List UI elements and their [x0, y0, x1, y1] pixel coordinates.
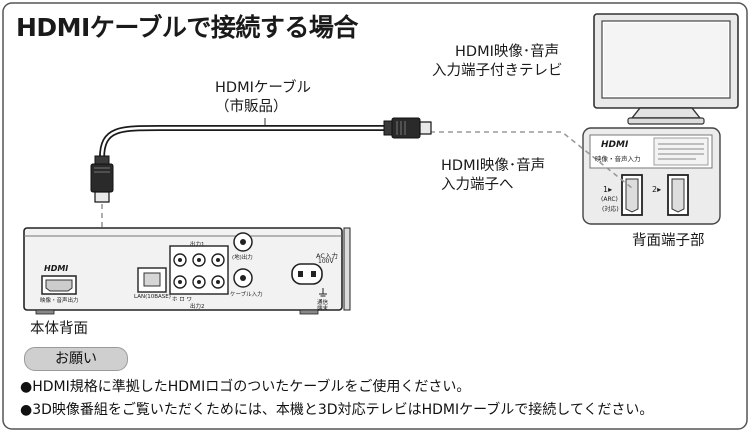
page-title: HDMIケーブルで接続する場合 — [16, 13, 358, 42]
notice-badge: お願い — [24, 347, 128, 371]
tv-port1-sub2: (対応) — [602, 206, 619, 213]
device-lan-label: LAN(10BASE) — [134, 294, 171, 300]
tv-port-leader — [430, 131, 633, 189]
device-cable-in-label: ケーブル入力 — [230, 292, 263, 298]
tv-port2-label: 2▸ — [652, 185, 662, 194]
device-ac-voltage: 100V — [318, 258, 334, 265]
tv-input-label-line2: 入力端子へ — [441, 177, 514, 193]
device-hdmi-logo: HDMI — [44, 264, 69, 273]
device-out2-label: 出力2 — [190, 304, 205, 310]
device-antenna-out-label: (地)出力 — [232, 255, 253, 261]
tv-input-label-line1: HDMI映像･音声 — [441, 158, 546, 174]
device-rear-body — [23, 227, 351, 315]
cable-label-line2: （市販品） — [215, 99, 288, 115]
hdmi-cable — [90, 117, 432, 203]
notice-item-1: ●HDMI規格に準拠したHDMIロゴのついたケーブルをご使用ください。 — [20, 379, 471, 395]
device-hdmi-port-label: 映像・音声出力 — [40, 298, 79, 304]
tv-rear-panel — [582, 127, 721, 225]
device-ground-label2: 端末 — [317, 306, 329, 312]
tv-label-line2: 入力端子付きテレビ — [432, 63, 563, 79]
tv-port1-sub: (ARC) — [601, 196, 618, 203]
tv-illustration — [593, 13, 739, 125]
tv-hdmi-sub: 映像・音声入力 — [595, 155, 641, 163]
device-rca-letters: ホ ロ ワ — [172, 297, 192, 303]
tv-port1-label: 1▸ — [603, 185, 613, 194]
rear-panel-label: 背面端子部 — [632, 233, 705, 249]
cable-label-line1: HDMIケーブル — [215, 80, 311, 96]
notice-item-2: ●3D映像番組をご覧いただくためには、本機と3D対応テレビはHDMIケーブルで接… — [20, 402, 654, 418]
tv-hdmi-logo: HDMI — [601, 140, 629, 150]
device-out1-label: 出力1 — [190, 242, 205, 248]
device-ac-label: AC入力 — [316, 252, 338, 260]
device-ground-label: 通信 — [317, 300, 329, 306]
device-label: 本体背面 — [30, 321, 88, 337]
tv-label-line1: HDMI映像･音声 — [455, 44, 560, 60]
